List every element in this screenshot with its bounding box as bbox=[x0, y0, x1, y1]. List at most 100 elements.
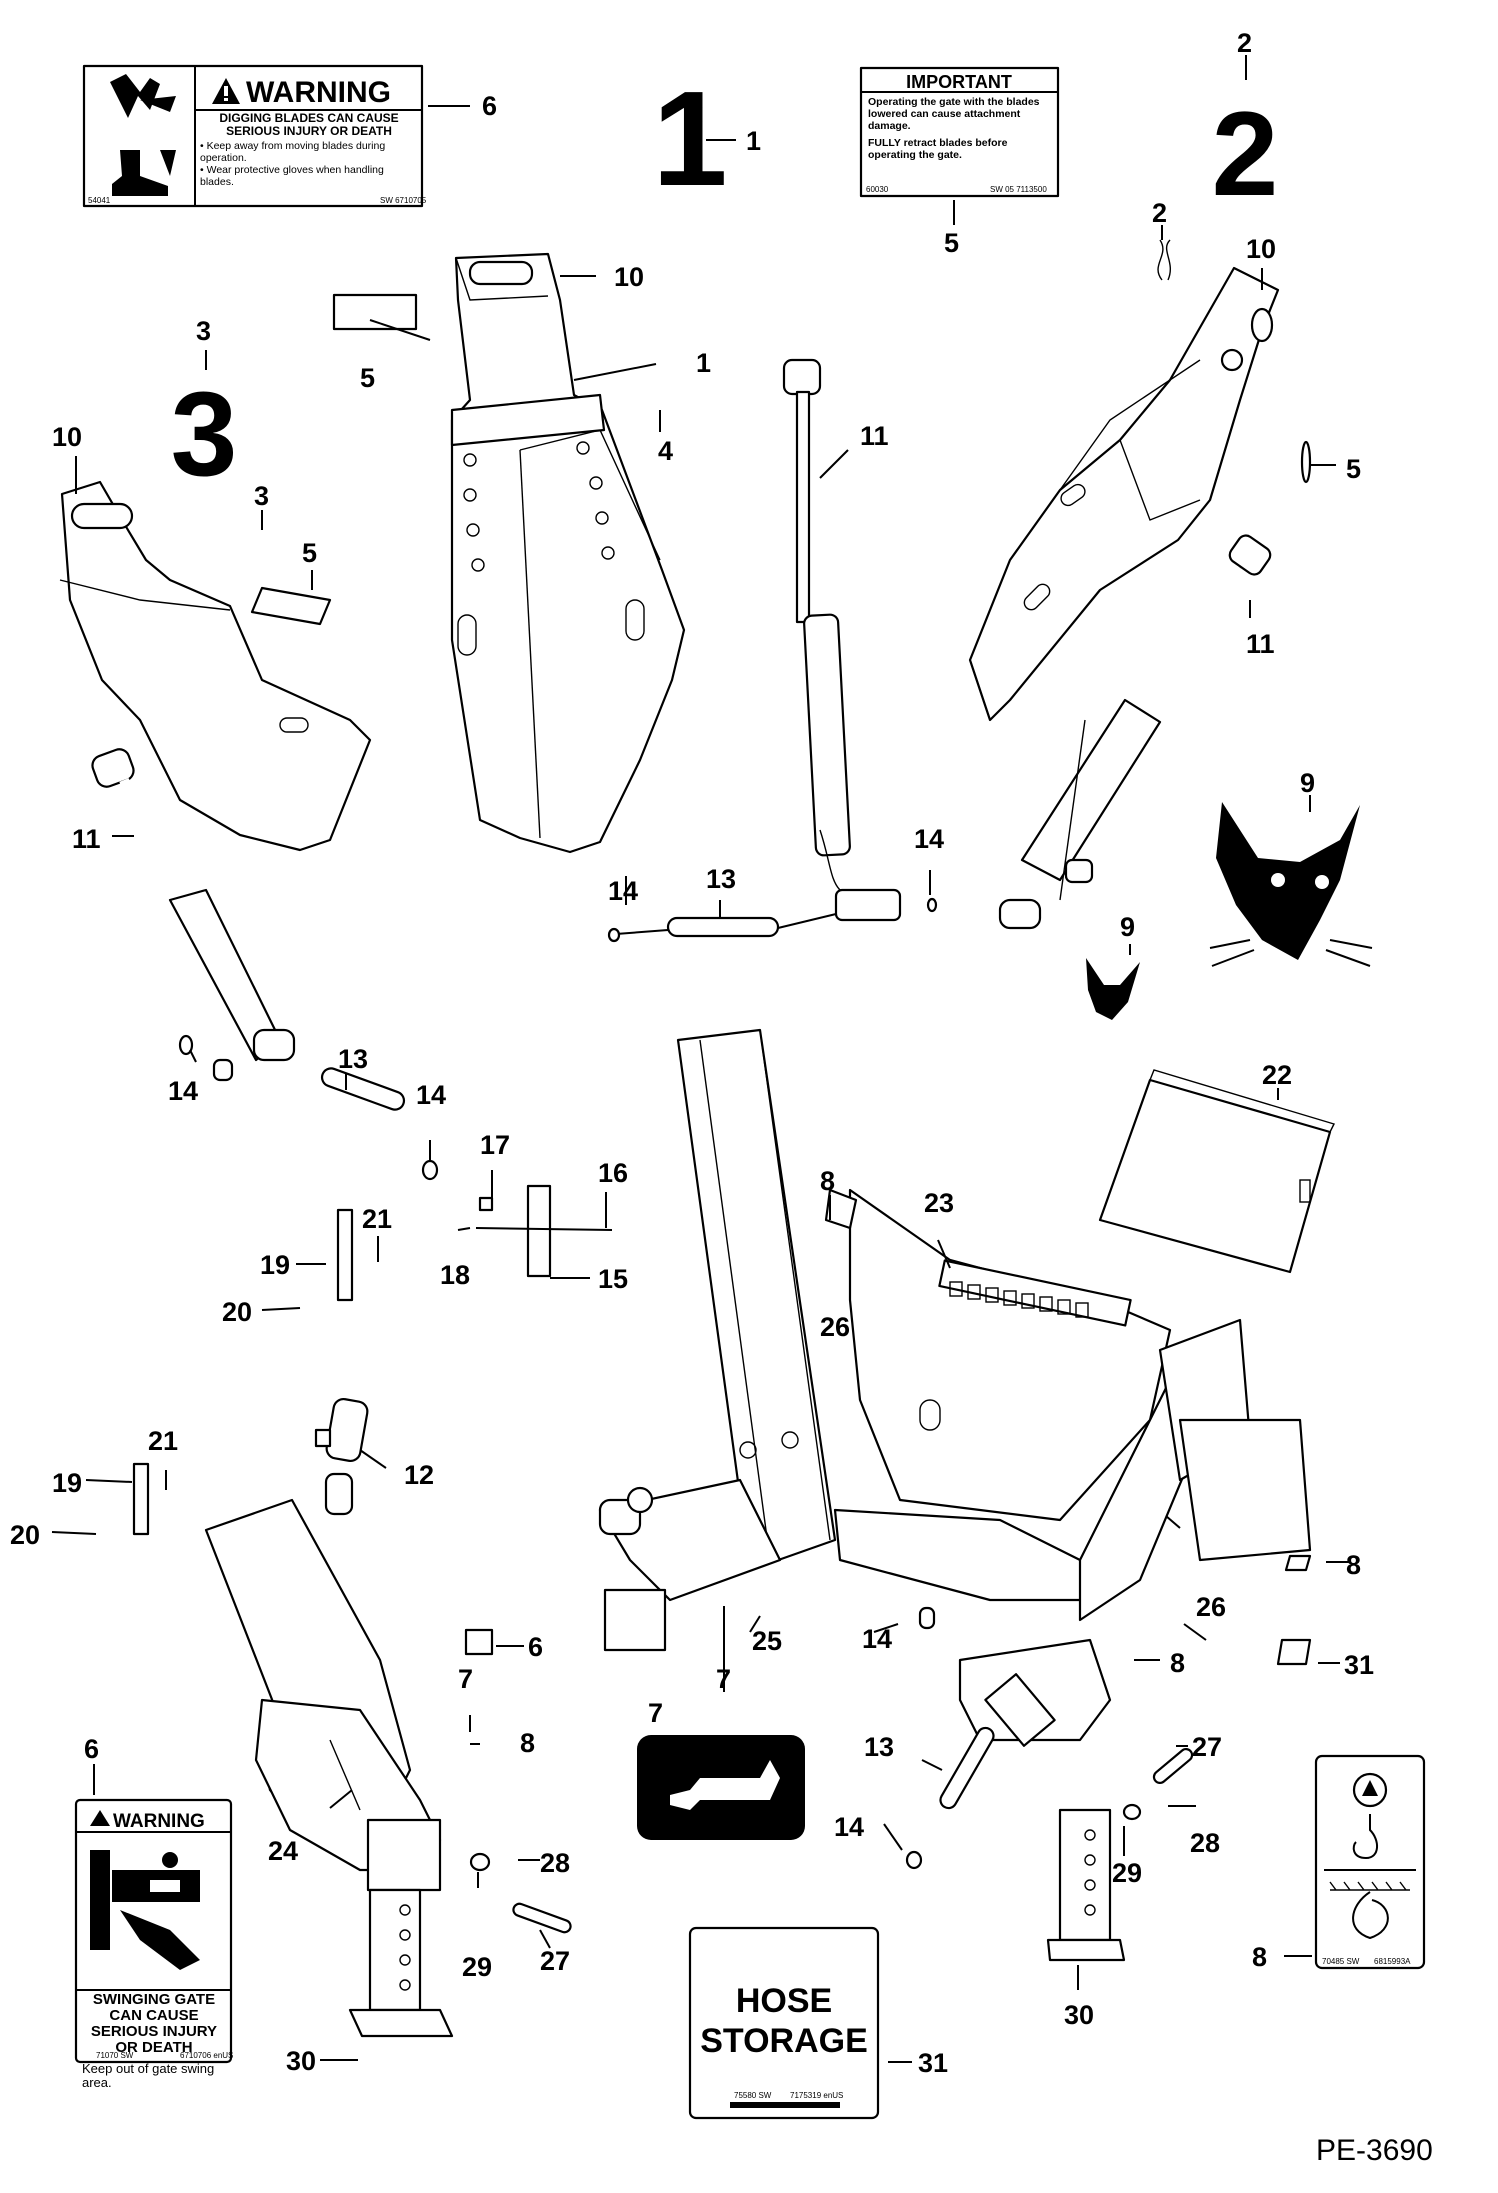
pin-19-upper bbox=[336, 1208, 354, 1302]
callout-7: 7 bbox=[716, 1664, 731, 1694]
callout-6: 6 bbox=[482, 91, 497, 121]
swing-cylinder-12 bbox=[314, 1397, 369, 1516]
callout-29: 29 bbox=[1112, 1858, 1142, 1888]
callout-14: 14 bbox=[168, 1076, 198, 1106]
callout-5: 5 bbox=[360, 363, 375, 393]
callout-10: 10 bbox=[52, 422, 82, 452]
callout-11: 11 bbox=[860, 421, 889, 451]
callout-labels: 6 1 5 2 2 10 10 5 1 4 5 11 11 3 10 3 5 1… bbox=[10, 28, 1374, 2078]
callout-20: 20 bbox=[10, 1520, 40, 1550]
decal-code: 7175319 enUS bbox=[790, 2091, 843, 2100]
crush-hazard-icon bbox=[90, 1850, 200, 1970]
o-ring-14-frame bbox=[918, 1606, 936, 1630]
bobcat-logo-decal-large bbox=[1209, 802, 1373, 967]
spring-pin-17 bbox=[478, 1196, 494, 1212]
decal-code: 60030 bbox=[866, 185, 889, 194]
callout-21: 21 bbox=[148, 1426, 178, 1456]
callout-8: 8 bbox=[1170, 1648, 1185, 1678]
blade-assembly-left bbox=[59, 480, 372, 852]
callout-14: 14 bbox=[834, 1812, 864, 1842]
warning-headline: DIGGING BLADES CAN CAUSE SERIOUS INJURY … bbox=[219, 112, 399, 138]
decal-label-8 bbox=[824, 1188, 858, 1230]
page-code: PE-3690 bbox=[1316, 2134, 1433, 2167]
decal-code: 6710706 enUS bbox=[180, 2051, 233, 2060]
jack-stand-right bbox=[1046, 1808, 1126, 1962]
pin-27-right bbox=[1152, 1747, 1194, 1785]
callout-2: 2 bbox=[1237, 28, 1252, 58]
callout-16: 16 bbox=[598, 1158, 628, 1188]
callout-31: 31 bbox=[918, 2048, 948, 2078]
callout-13: 13 bbox=[338, 1044, 368, 1074]
hose-storage-line-2: STORAGE bbox=[700, 2022, 868, 2060]
decal-code: SW 6705340 bbox=[728, 1822, 780, 1832]
warning-decal-swing-gate: WARNING SWINGING GATE CAN CAUSE SERIOUS … bbox=[74, 1798, 233, 2090]
callout-24: 24 bbox=[268, 1836, 298, 1866]
gate-swing-arm-left bbox=[204, 1498, 442, 1892]
warning-title: WARNING bbox=[113, 1811, 205, 1832]
decal-code: SW 6710705 bbox=[380, 196, 427, 205]
hydraulic-cylinder-right bbox=[998, 534, 1272, 930]
callout-26: 26 bbox=[1196, 1592, 1226, 1622]
lift-hook-icon bbox=[1352, 1891, 1389, 1940]
jack-stand-left bbox=[348, 1888, 454, 2038]
pin-27-left bbox=[512, 1902, 572, 1934]
important-line-2: FULLY retract blades before operating th… bbox=[868, 137, 1008, 161]
callout-8: 8 bbox=[820, 1166, 835, 1196]
bushing bbox=[212, 1058, 234, 1082]
pin-13-right bbox=[905, 1726, 995, 1870]
callout-30: 30 bbox=[286, 2046, 316, 2076]
lift-point-decal: 70485 SW 6815993A bbox=[1314, 1754, 1426, 1970]
gate-swing-arm-right bbox=[958, 1638, 1112, 1747]
callout-7-decal: 7 bbox=[648, 1698, 663, 1728]
pin-13-left bbox=[320, 1067, 439, 1181]
callout-19: 19 bbox=[260, 1250, 290, 1280]
callout-1: 1 bbox=[746, 126, 761, 156]
foot-blade-icon bbox=[112, 150, 176, 196]
callout-3: 3 bbox=[196, 316, 211, 346]
important-line-1: Operating the gate with the blades lower… bbox=[868, 96, 1040, 132]
decal-code: 70485 SW bbox=[1322, 1957, 1360, 1966]
callout-5: 5 bbox=[1346, 454, 1361, 484]
callout-20: 20 bbox=[222, 1297, 252, 1327]
hitch-pin-2 bbox=[1157, 239, 1171, 281]
callout-11: 11 bbox=[72, 824, 101, 854]
callout-10: 10 bbox=[614, 262, 644, 292]
hose-storage-bracket bbox=[1098, 1069, 1335, 1274]
decal-code: SW 05 7113500 bbox=[990, 185, 1047, 194]
callout-3: 3 bbox=[254, 481, 269, 511]
hook-icon bbox=[1352, 1814, 1378, 1860]
warning-triangle-icon bbox=[212, 78, 240, 104]
view-marker-1: 1 bbox=[652, 63, 727, 214]
warning-body: Keep out of gate swing area. bbox=[82, 2062, 215, 2090]
callout-13: 13 bbox=[864, 1732, 894, 1762]
washer-29-right bbox=[1122, 1803, 1142, 1821]
hydraulic-cylinder-center bbox=[782, 358, 902, 922]
bolt-16 bbox=[475, 1227, 613, 1231]
callout-6: 6 bbox=[528, 1632, 543, 1662]
callout-18: 18 bbox=[440, 1260, 470, 1290]
bobcat-logo-decal-small bbox=[1086, 958, 1140, 1020]
callout-23: 23 bbox=[924, 1188, 954, 1218]
callout-27: 27 bbox=[1192, 1732, 1222, 1762]
callout-28: 28 bbox=[540, 1848, 570, 1878]
callout-29: 29 bbox=[462, 1952, 492, 1982]
callout-4: 5 bbox=[944, 228, 959, 258]
decal-code: 54041 bbox=[88, 196, 111, 205]
decal-label-5 bbox=[250, 586, 332, 626]
blade-assembly-center bbox=[450, 252, 686, 854]
callout-5: 5 bbox=[302, 538, 317, 568]
callout-9: 9 bbox=[1120, 912, 1135, 942]
tube-decal: 29428 SW 6705340 bbox=[637, 1735, 805, 1840]
callout-30: 30 bbox=[1064, 2000, 1094, 2030]
view-marker-2: 2 bbox=[1212, 87, 1279, 221]
callout-28: 28 bbox=[1190, 1828, 1220, 1858]
washer-29-left bbox=[469, 1852, 491, 1872]
callout-8: 8 bbox=[1346, 1550, 1361, 1580]
decal-6-small bbox=[464, 1628, 494, 1656]
decal-code: 71070 SW bbox=[96, 2051, 134, 2060]
callout-6: 6 bbox=[84, 1734, 99, 1764]
callout-27: 27 bbox=[540, 1946, 570, 1976]
callout-8: 8 bbox=[1252, 1942, 1267, 1972]
pivot-pin-15 bbox=[526, 1184, 552, 1278]
